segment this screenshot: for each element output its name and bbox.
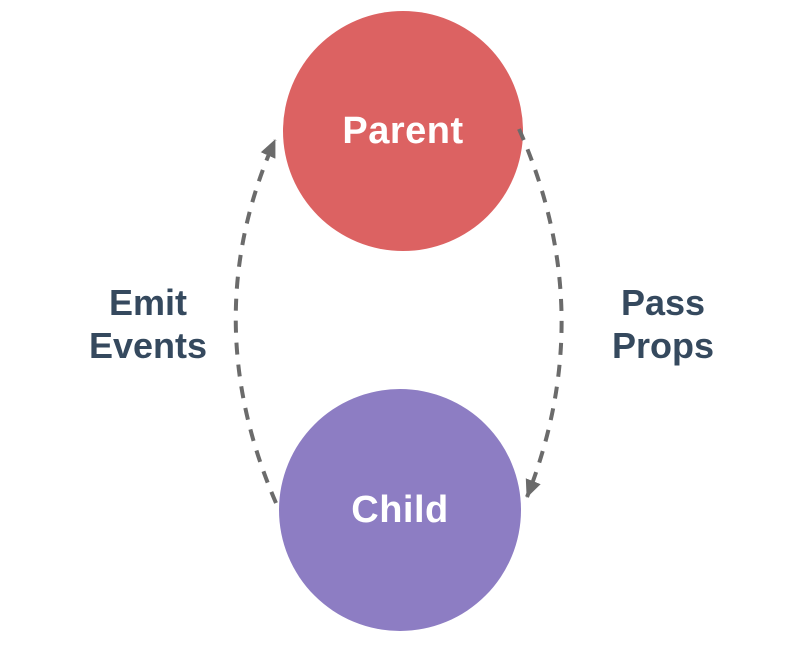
edge-label-pass-props-line2: Props bbox=[611, 325, 715, 366]
node-parent-circle: Parent bbox=[283, 11, 523, 251]
node-child-label: Child bbox=[351, 488, 449, 531]
edge-label-emit-events: Emit Events bbox=[38, 281, 258, 367]
edge-label-pass-props: Pass Props bbox=[553, 281, 773, 367]
edge-label-pass-props-line1: Pass bbox=[620, 282, 706, 323]
edge-label-emit-events-line1: Emit bbox=[108, 282, 187, 323]
node-parent-label: Parent bbox=[342, 109, 464, 152]
edge-label-emit-events-line2: Events bbox=[88, 325, 208, 366]
node-child-circle: Child bbox=[279, 389, 521, 631]
